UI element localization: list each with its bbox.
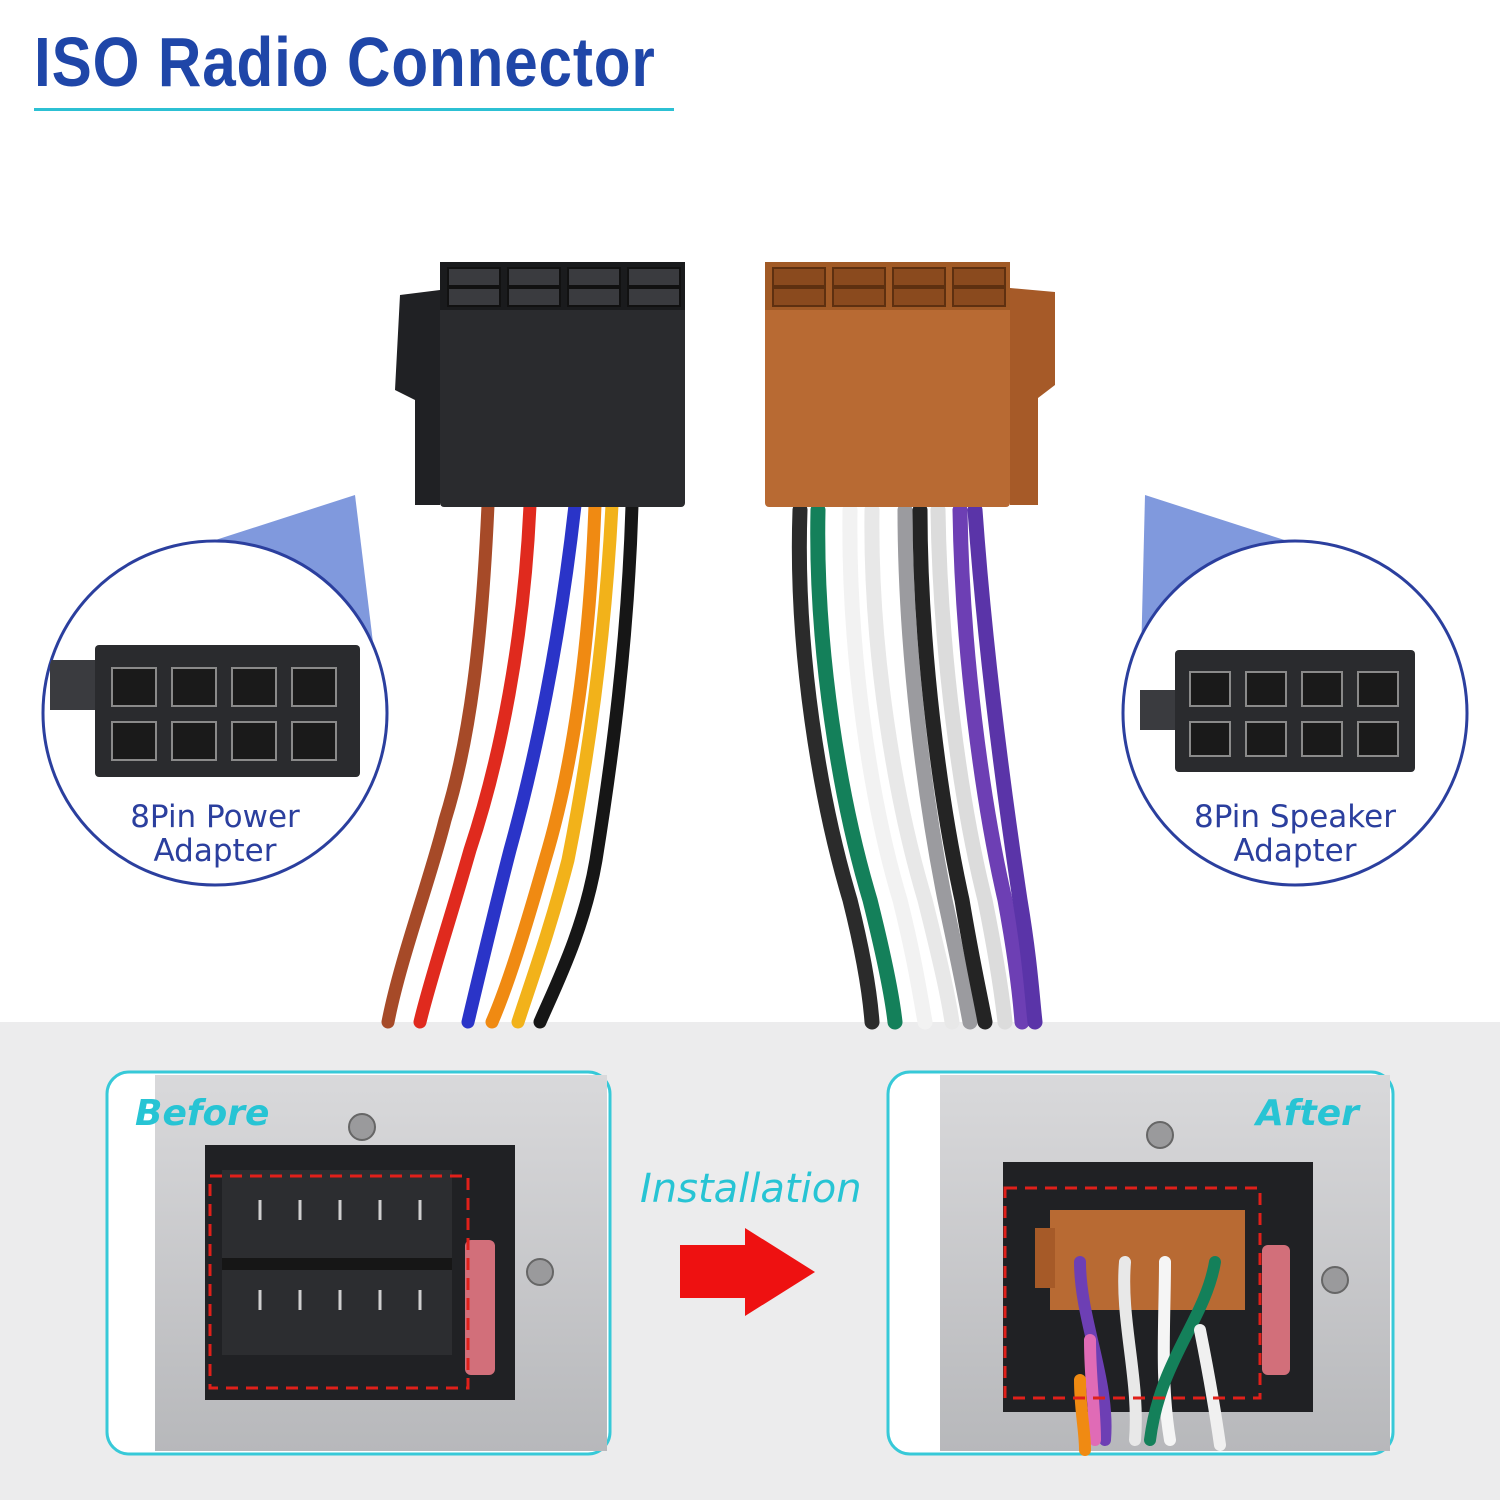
after-label: After	[1256, 1093, 1359, 1134]
power-adapter-caption: 8Pin Power Adapter	[95, 800, 335, 868]
page-title: ISO Radio Connector	[34, 23, 656, 101]
speaker-adapter-line2: Adapter	[1233, 833, 1357, 869]
installation-label: Installation	[640, 1166, 862, 1212]
before-panel	[105, 1070, 612, 1456]
power-adapter-line1: 8Pin Power	[130, 799, 300, 835]
speaker-adapter-line1: 8Pin Speaker	[1194, 799, 1396, 835]
before-label: Before	[135, 1093, 270, 1134]
power-connector-illustration	[395, 262, 685, 507]
power-adapter-callout	[41, 495, 389, 887]
power-adapter-line2: Adapter	[153, 833, 277, 869]
speaker-connector-illustration	[765, 262, 1055, 507]
arrow-right-icon	[680, 1228, 815, 1316]
power-wire-bundle	[381, 498, 639, 1029]
speaker-wire-bundle	[791, 502, 1043, 1030]
speaker-adapter-caption: 8Pin Speaker Adapter	[1165, 800, 1425, 868]
title-underline	[34, 108, 674, 111]
after-panel	[886, 1070, 1395, 1456]
speaker-adapter-callout	[1121, 495, 1469, 887]
